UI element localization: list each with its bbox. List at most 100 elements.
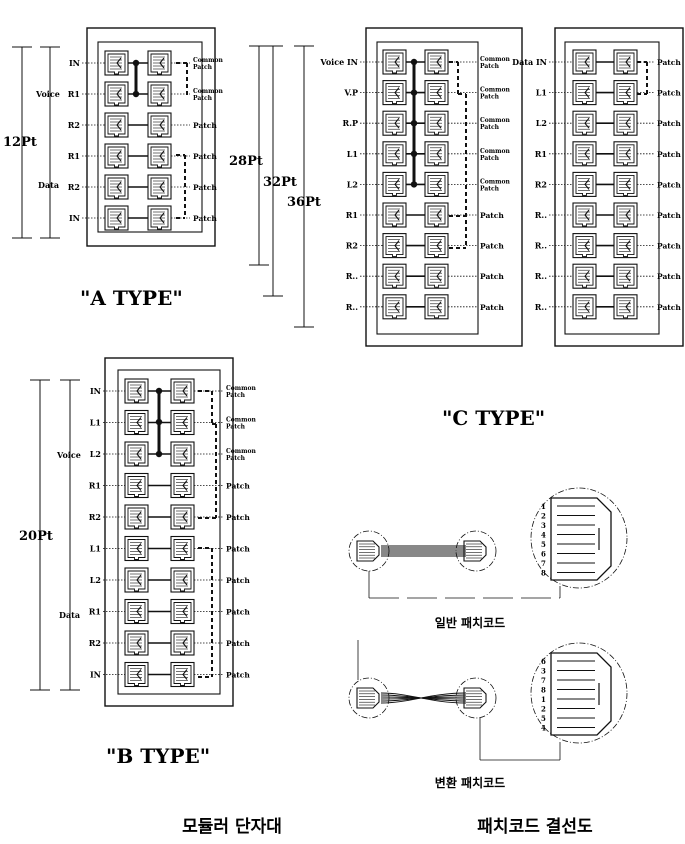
panel-inner	[564, 41, 660, 335]
jack-latch	[182, 385, 188, 397]
jack-socket	[173, 602, 192, 623]
patch-label: Patch	[226, 576, 250, 585]
jack-latch	[394, 56, 400, 68]
jack-socket	[173, 539, 192, 560]
jack-socket	[616, 236, 635, 258]
jack-right	[147, 112, 172, 138]
panel-frame	[365, 27, 523, 347]
normal-plug-right	[455, 530, 497, 572]
jack-latch	[136, 574, 142, 586]
jack-left	[382, 294, 407, 320]
jack-latch	[182, 669, 188, 680]
jack-socket	[385, 205, 404, 227]
jack-socket	[385, 83, 404, 105]
jack-left	[572, 171, 597, 197]
group-label-voice: Voice	[56, 450, 81, 460]
type-c-pt-28: 28Pt	[229, 154, 263, 169]
jack-left	[382, 202, 407, 228]
zoom-pin-number: 5	[541, 540, 546, 549]
patch-label: Patch	[657, 89, 681, 98]
cross-plug-right	[455, 677, 497, 719]
row-label: R1	[535, 149, 547, 159]
jack-socket	[173, 476, 192, 497]
jack-latch	[136, 448, 142, 460]
jack-left	[104, 112, 129, 138]
row-label: R..	[535, 302, 547, 312]
jack-latch	[584, 240, 590, 251]
type-c-pt-32: 32Pt	[263, 175, 297, 190]
jack-left	[124, 409, 149, 436]
jack-left	[382, 80, 407, 106]
jack-latch	[625, 56, 631, 68]
jack-right	[424, 49, 449, 75]
jack-left	[104, 205, 129, 231]
jack-latch	[136, 543, 142, 554]
patch-label: Common	[480, 56, 510, 63]
jack-latch	[625, 209, 631, 221]
patch-label: Patch	[226, 639, 250, 648]
row-label: R..	[535, 210, 547, 220]
jack-latch	[625, 87, 631, 98]
jack-latch	[625, 148, 631, 160]
jack-socket	[173, 444, 192, 466]
jack-socket	[385, 266, 404, 288]
plug-ring	[455, 677, 497, 719]
jack-socket	[150, 146, 169, 168]
patch-label: Patch	[226, 671, 250, 680]
patch-label: Patch	[480, 185, 500, 192]
jack-socket	[575, 174, 594, 196]
row-label: R2	[89, 512, 101, 522]
type-b-title: "B TYPE"	[106, 744, 210, 768]
patch-label: Common	[480, 117, 510, 124]
jack-left	[124, 378, 149, 404]
jack-right	[424, 110, 449, 136]
jack-socket	[616, 144, 635, 166]
zoom-pin-number: 6	[541, 657, 546, 666]
dimension-bracket	[263, 45, 283, 297]
jack-latch	[116, 181, 122, 193]
row-label: R..	[535, 271, 547, 281]
cross-plug-left	[348, 677, 390, 719]
jack-latch	[436, 179, 442, 190]
jack-latch	[584, 301, 590, 313]
patch-label: Patch	[480, 272, 504, 281]
jack-socket	[107, 146, 126, 168]
jack-latch	[625, 240, 631, 251]
jack-socket	[385, 297, 404, 319]
jack-latch	[584, 209, 590, 221]
row-label: R2	[89, 638, 101, 648]
jack-socket	[575, 205, 594, 227]
jack-latch	[182, 637, 188, 649]
jack-latch	[584, 148, 590, 160]
jack-right	[613, 49, 638, 75]
jack-left	[124, 630, 149, 656]
row-label: R2	[68, 120, 80, 130]
row-label: R1	[346, 210, 358, 220]
jack-socket	[127, 570, 146, 592]
patch-label: Patch	[657, 58, 681, 67]
jack-socket	[385, 52, 404, 74]
bridge-dot	[410, 150, 418, 157]
jack-left	[124, 535, 149, 562]
patch-label: Patch	[657, 180, 681, 189]
row-label: L1	[90, 544, 101, 554]
jack-latch	[436, 301, 442, 313]
jack-latch	[136, 385, 142, 397]
jack-socket	[127, 413, 146, 434]
panel-frame	[86, 27, 216, 247]
row-label: L1	[90, 418, 101, 428]
zoom-pin-number: 5	[541, 714, 546, 723]
jack-left	[124, 472, 149, 499]
panel-inner	[376, 41, 479, 335]
type-c-pt-36: 36Pt	[287, 195, 321, 210]
zoom-ring	[530, 642, 628, 744]
patch-label: Patch	[193, 214, 217, 223]
jack-socket	[575, 144, 594, 166]
jack-latch	[436, 148, 442, 160]
jack-socket	[150, 53, 169, 75]
jack-left	[572, 110, 597, 136]
jack-left	[104, 50, 129, 76]
jack-socket	[107, 177, 126, 199]
